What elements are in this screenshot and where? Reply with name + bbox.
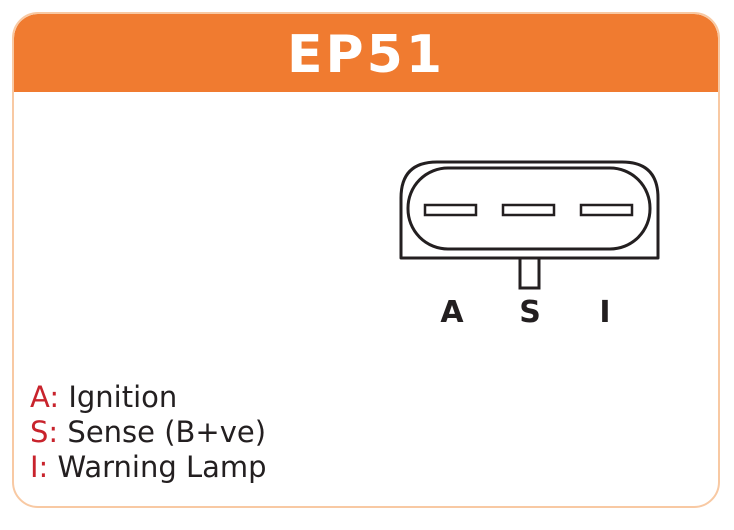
legend-key: A: [30, 380, 60, 414]
terminal-slot-i [579, 203, 634, 217]
pin-label-i: I [599, 295, 611, 330]
locking-tab [518, 258, 541, 290]
legend-key: S: [30, 415, 59, 449]
terminal-slot-a [423, 203, 478, 217]
connector-socket [406, 166, 652, 251]
title-bar: EP51 [14, 14, 718, 92]
legend-item-s: S: Sense (B+ve) [30, 415, 267, 450]
pin-label-a: A [440, 295, 464, 330]
legend-key: I: [30, 450, 49, 484]
legend-item-i: I: Warning Lamp [30, 450, 267, 485]
pin-legend: A: Ignition S: Sense (B+ve) I: Warning L… [30, 380, 267, 485]
legend-text: Ignition [68, 380, 178, 414]
connector-housing [399, 160, 660, 260]
page-title: EP51 [287, 25, 445, 85]
terminal-slot-s [501, 203, 556, 217]
legend-text: Sense (B+ve) [67, 415, 267, 449]
legend-text: Warning Lamp [57, 450, 267, 484]
legend-item-a: A: Ignition [30, 380, 267, 415]
pin-label-s: S [519, 295, 541, 330]
diagram-card: EP51 [12, 12, 720, 508]
